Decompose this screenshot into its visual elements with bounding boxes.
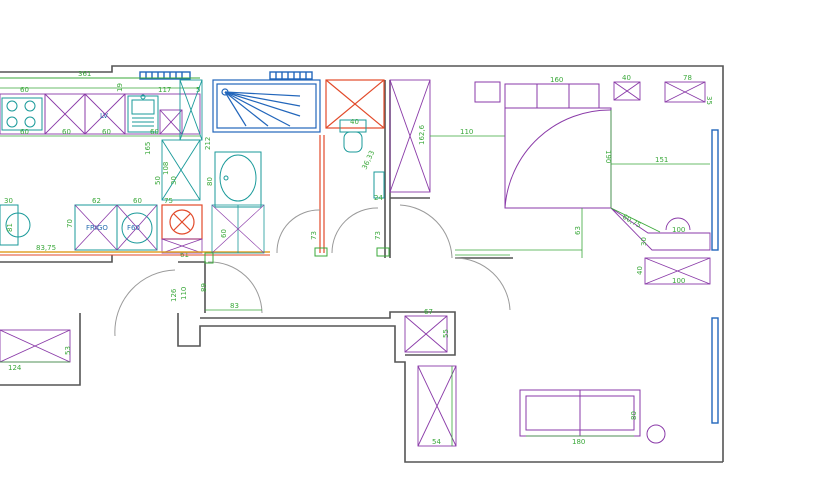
sofa-icon [519,389,666,444]
door-west [114,269,176,337]
window-3 [711,129,719,251]
dim-label: 24 [374,194,383,202]
west-stub [0,255,113,263]
kitchen-sink-icon [127,94,159,133]
dim-label: 81 [6,223,14,232]
living-room: 40 100 67 55 54 180 80 [404,257,711,447]
dim-label: 165 [144,142,152,155]
toilet-icon [339,119,367,153]
dim-label: 361 [78,70,91,78]
dim-label: 30 [640,237,648,246]
kitchen-bottom-row: 62 60 75 FRIGO F60 70 61 83,75 [0,197,270,259]
windows [139,71,719,424]
dim-label: 40 [636,266,644,275]
shower-icon [212,79,321,133]
bedroom: 110 160 40 78 35 190 151 60,75 63 30 100 [430,74,713,258]
dim-label: 80 [630,411,638,420]
lv-label: LV [100,112,108,120]
dim-label: 70 [66,219,74,228]
dim-label: 80 [206,177,214,186]
dim-label: 30 [170,176,178,185]
dim-label: 73 [310,231,318,240]
dim-label: 60 [20,128,29,136]
bed-icon [474,81,612,209]
dim-label: 40 [350,118,359,126]
door-bath [276,209,321,254]
dim-label: 60 [220,229,228,238]
kitchen-side-column [161,79,203,201]
south-west-wall [0,313,81,386]
door-hall [454,257,511,311]
dim-label: 124 [8,364,22,372]
dim-label: 63 [574,226,582,235]
dim-label: 55 [442,329,450,338]
dim-label: 180 [572,438,585,446]
dim-label: 19 [116,83,124,92]
basin-icon [214,151,262,208]
dim-label: 62 [92,197,101,205]
kitchen-top-row: 361 60 19 117 5 LV 60 60 60 [0,70,200,137]
dim-label: 53 [64,346,72,355]
washer-icon [116,204,158,251]
doors [114,204,511,337]
dim-label: 100 [672,277,685,285]
dining-area [0,204,31,246]
dim-label: 160 [550,76,563,84]
door-bedroom [399,204,453,259]
south-west-area: 53 124 [0,329,72,372]
wc: 40 36,33 24 [325,79,385,202]
dim-label: 40 [622,74,631,82]
south-east-wall [177,313,723,463]
dim-label: 54 [432,438,441,446]
dim-label: 60 [62,128,71,136]
dim-label: 36,33 [361,149,377,171]
frigo-label: FRIGO [86,224,108,232]
dim-label: 60,75 [621,213,642,230]
dim-label: 50 [154,176,162,185]
bathroom: 80 60 [206,79,325,254]
dim-label: 212 [204,137,212,150]
door-kitchen [207,261,263,314]
dim-label: 75 [164,197,173,205]
dim-label: 110 [460,128,473,136]
door-wc [331,207,379,254]
dim-label: 108 [162,162,170,175]
dim-label: 117 [158,86,171,94]
walls [0,65,724,463]
boiler-icon [161,204,203,240]
f60-label: F60 [127,224,140,232]
dim-label: 110 [180,287,188,300]
window-2 [269,71,313,80]
dim-label: 35 [705,96,713,105]
north-wall [0,65,724,462]
dim-label: 60 [102,128,111,136]
dim-label: 60 [20,86,29,94]
window-4 [711,317,719,424]
dim-label: 30 [4,197,13,205]
dim-label: 89 [200,283,208,292]
dim-label: 151 [655,156,668,164]
dim-label: 162,6 [418,124,426,145]
dim-label: 60 [150,128,159,136]
cooktop-icon [1,97,43,131]
dim-label: 67 [424,308,433,316]
dim-label: 83,75 [36,244,56,252]
dim-label: 100 [672,226,685,234]
dim-label: 126 [170,288,178,302]
dim-label: 60 [133,197,142,205]
dim-label: 83 [230,302,239,310]
dim-label: 78 [683,74,692,82]
dim-label: 73 [374,231,382,240]
corridor-wall [200,311,456,356]
window-1 [139,71,191,80]
dim-label: 190 [604,150,612,163]
